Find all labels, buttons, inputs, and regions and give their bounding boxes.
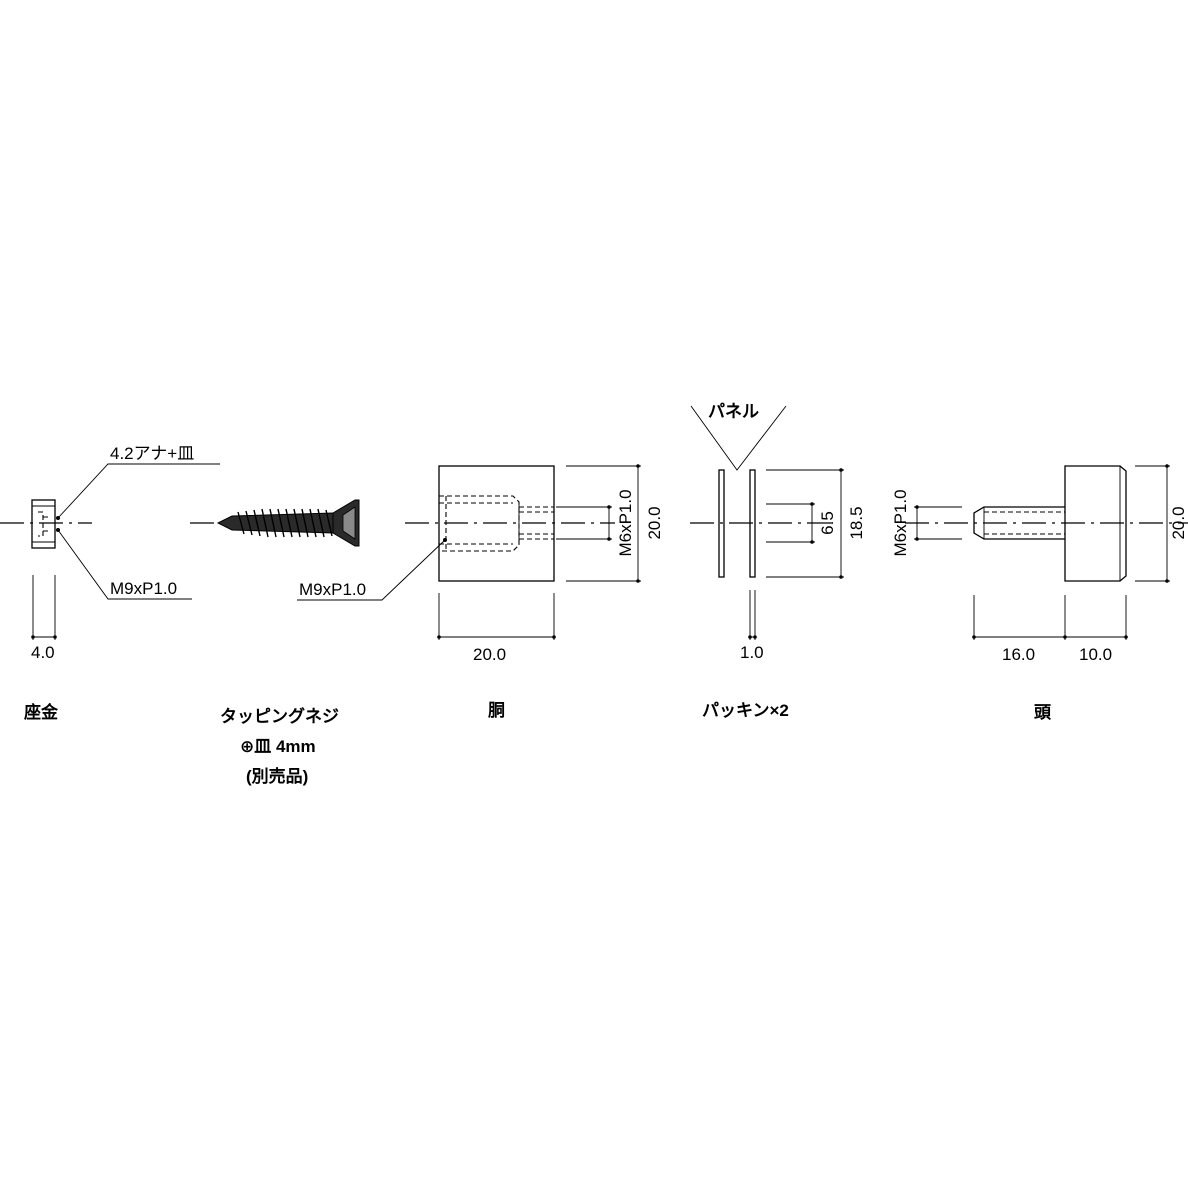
washer-outline	[31, 499, 56, 549]
packing-left	[718, 469, 725, 578]
packing-outer-label: 18.5	[847, 506, 866, 539]
head-m6-dimension	[914, 505, 962, 541]
washer-thread-note: M9xP1.0	[110, 579, 177, 598]
packing-hole-label: 6.5	[818, 511, 837, 535]
screw-shank	[216, 512, 334, 534]
packing-right	[749, 469, 756, 578]
screw-name: タッピングネジ	[220, 706, 339, 726]
body-height-label: 20.0	[645, 506, 664, 539]
panel-marker	[690, 405, 787, 471]
washer-leaders	[56, 463, 220, 600]
tapping-screw-part	[216, 499, 360, 547]
head-m6-label: M6xP1.0	[891, 489, 910, 556]
washer-hole-note: 4.2アナ+皿	[110, 444, 194, 463]
head-part	[973, 465, 1127, 582]
body-m6-bore	[519, 506, 554, 540]
body-leader	[297, 538, 447, 601]
head-stud	[973, 506, 1065, 540]
screw-spec: ⊕皿 4mm	[240, 737, 316, 756]
body-length-label: 20.0	[473, 645, 506, 664]
washer-thickness-label: 4.0	[31, 643, 55, 662]
panel-note: パネル	[708, 402, 759, 421]
body-part	[438, 465, 555, 582]
head-height-dimension	[1135, 464, 1170, 583]
body-m6-label: M6xP1.0	[616, 489, 635, 556]
head-height-label: 20.0	[1169, 506, 1188, 539]
washer-thickness-dimension	[31, 575, 57, 640]
screw-threads	[237, 508, 333, 538]
packing-name: パッキン×2	[702, 701, 789, 720]
head-length-dimensions	[972, 595, 1128, 640]
body-m9-bore	[439, 495, 520, 552]
body-outline	[438, 465, 555, 582]
head-name: 頭	[1034, 703, 1052, 722]
packing-hole-dimension	[766, 502, 815, 544]
head-stud-length-label: 16.0	[1002, 645, 1035, 664]
phillips-recess-icon	[342, 506, 356, 540]
screw-sold-separately: (別売品)	[246, 766, 308, 786]
body-m6-dimension	[556, 505, 612, 541]
washer-name: 座金	[24, 702, 59, 722]
washer-part	[31, 499, 56, 549]
head-cap-length-label: 10.0	[1079, 645, 1112, 664]
body-name: 胴	[488, 701, 505, 720]
packing-outer-dimension	[766, 468, 844, 579]
packing-thickness-dimension	[748, 590, 757, 640]
packing-part	[718, 469, 756, 578]
body-height-dimension	[566, 464, 641, 583]
body-length-dimension	[437, 593, 556, 640]
packing-thickness-label: 1.0	[740, 643, 764, 662]
body-thread-note: M9xP1.0	[299, 580, 366, 599]
